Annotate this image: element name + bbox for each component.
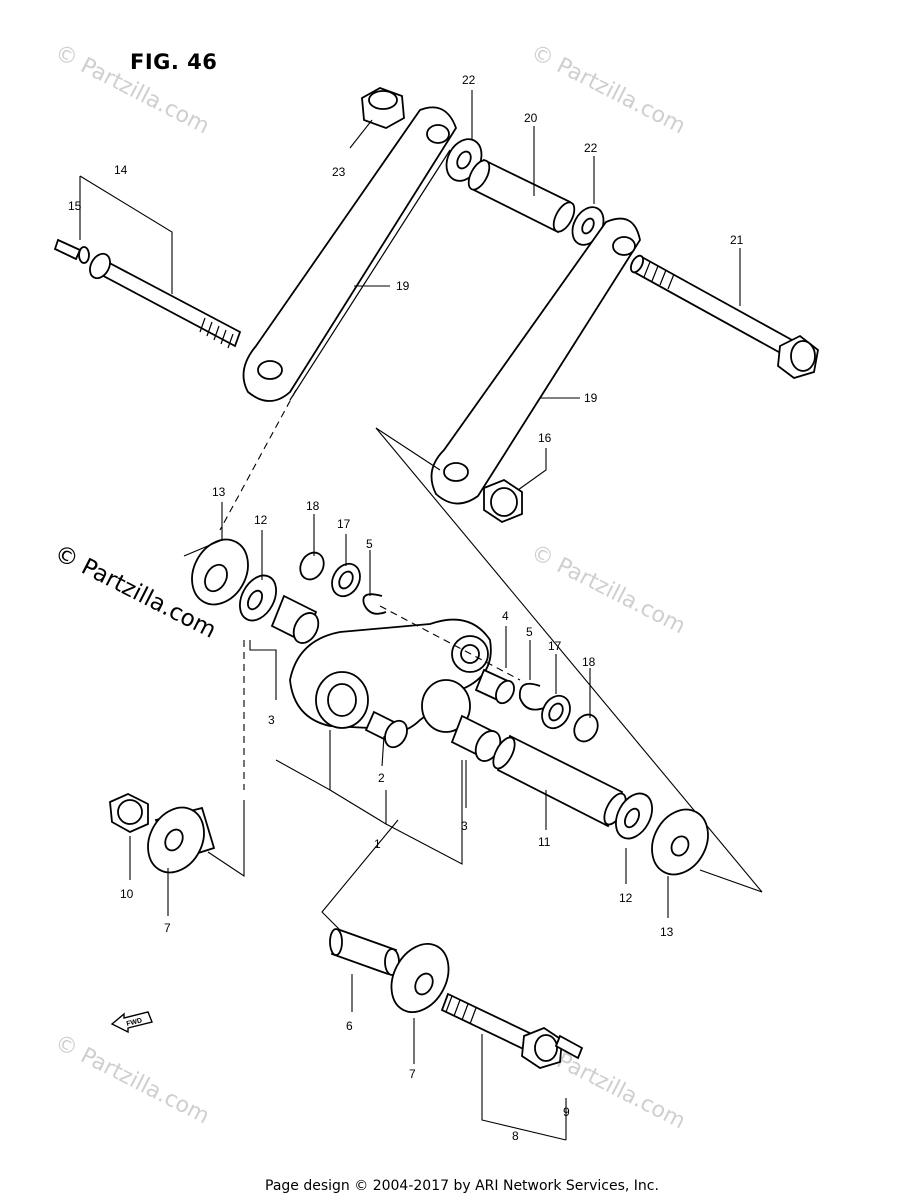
callout-16: 16 <box>538 431 552 445</box>
nut-part-16 <box>483 478 523 524</box>
callout-21: 21 <box>730 233 744 247</box>
callout-4: 4 <box>502 609 509 623</box>
seal-part-13-right <box>651 808 709 876</box>
callout-1: 1 <box>374 837 381 851</box>
figure-title: FIG. 46 <box>130 50 218 74</box>
callout-17: 17 <box>337 517 351 531</box>
callout-13: 13 <box>660 925 674 939</box>
fwd-arrow-icon: FWD <box>110 1011 153 1034</box>
collar-part-18-right <box>573 713 599 743</box>
footer-copyright: Page design © 2004-2017 by ARI Network S… <box>265 1178 659 1194</box>
callout-20: 20 <box>524 111 538 125</box>
callout-7: 7 <box>409 1067 416 1081</box>
circlip-part-5-left <box>362 593 387 615</box>
washer-part-12-left <box>239 574 277 622</box>
callout-19: 19 <box>584 391 598 405</box>
grease-nipple-part-9 <box>554 1034 584 1060</box>
fwd-label: FWD <box>126 1017 143 1028</box>
bearing-part-3-right <box>450 714 502 762</box>
callout-5: 5 <box>366 537 373 551</box>
link-rod-part-19-upper <box>242 106 457 402</box>
seal-part-17-left <box>331 562 361 598</box>
callout-23: 23 <box>332 165 346 179</box>
callout-13: 13 <box>212 485 226 499</box>
callout-19: 19 <box>396 279 410 293</box>
callout-3: 3 <box>461 819 468 833</box>
callout-8: 8 <box>512 1129 519 1143</box>
washer-part-12-right <box>615 792 653 840</box>
bearing-part-3-left <box>270 594 320 644</box>
spacer-part-6 <box>329 928 400 976</box>
callout-14: 14 <box>114 163 128 177</box>
callout-9: 9 <box>563 1105 570 1119</box>
callout-12: 12 <box>254 513 268 527</box>
spacer-part-20 <box>467 158 576 234</box>
callout-2: 2 <box>378 771 385 785</box>
bolt-part-14 <box>53 238 242 349</box>
bearing-part-4 <box>474 668 515 705</box>
callout-18: 18 <box>306 499 320 513</box>
nut-part-23 <box>361 87 405 129</box>
callout-17: 17 <box>548 639 562 653</box>
callout-22: 22 <box>462 73 476 87</box>
callout-12: 12 <box>619 891 633 905</box>
seal-part-13-left <box>191 538 249 606</box>
bearing-part-2 <box>364 710 408 749</box>
seal-part-7-lower <box>390 943 450 1013</box>
bolt-part-8 <box>440 992 563 1069</box>
collar-part-18-left <box>299 551 325 581</box>
seal-part-17-right <box>541 694 571 730</box>
callout-15: 15 <box>68 199 82 213</box>
callout-7: 7 <box>164 921 171 935</box>
callout-18: 18 <box>582 655 596 669</box>
callout-5: 5 <box>526 625 533 639</box>
seal-part-7-upper <box>147 806 216 874</box>
callout-6: 6 <box>346 1019 353 1033</box>
spacer-part-11 <box>492 734 627 828</box>
bolt-part-21 <box>629 254 819 379</box>
nut-part-10 <box>109 793 149 834</box>
callout-3: 3 <box>268 713 275 727</box>
callout-11: 11 <box>538 835 551 849</box>
cushion-lever-part-1 <box>289 618 492 734</box>
circlip-part-5-right <box>518 682 545 711</box>
link-rod-part-19-lower <box>430 217 641 505</box>
callout-10: 10 <box>120 887 134 901</box>
callout-22: 22 <box>584 141 598 155</box>
